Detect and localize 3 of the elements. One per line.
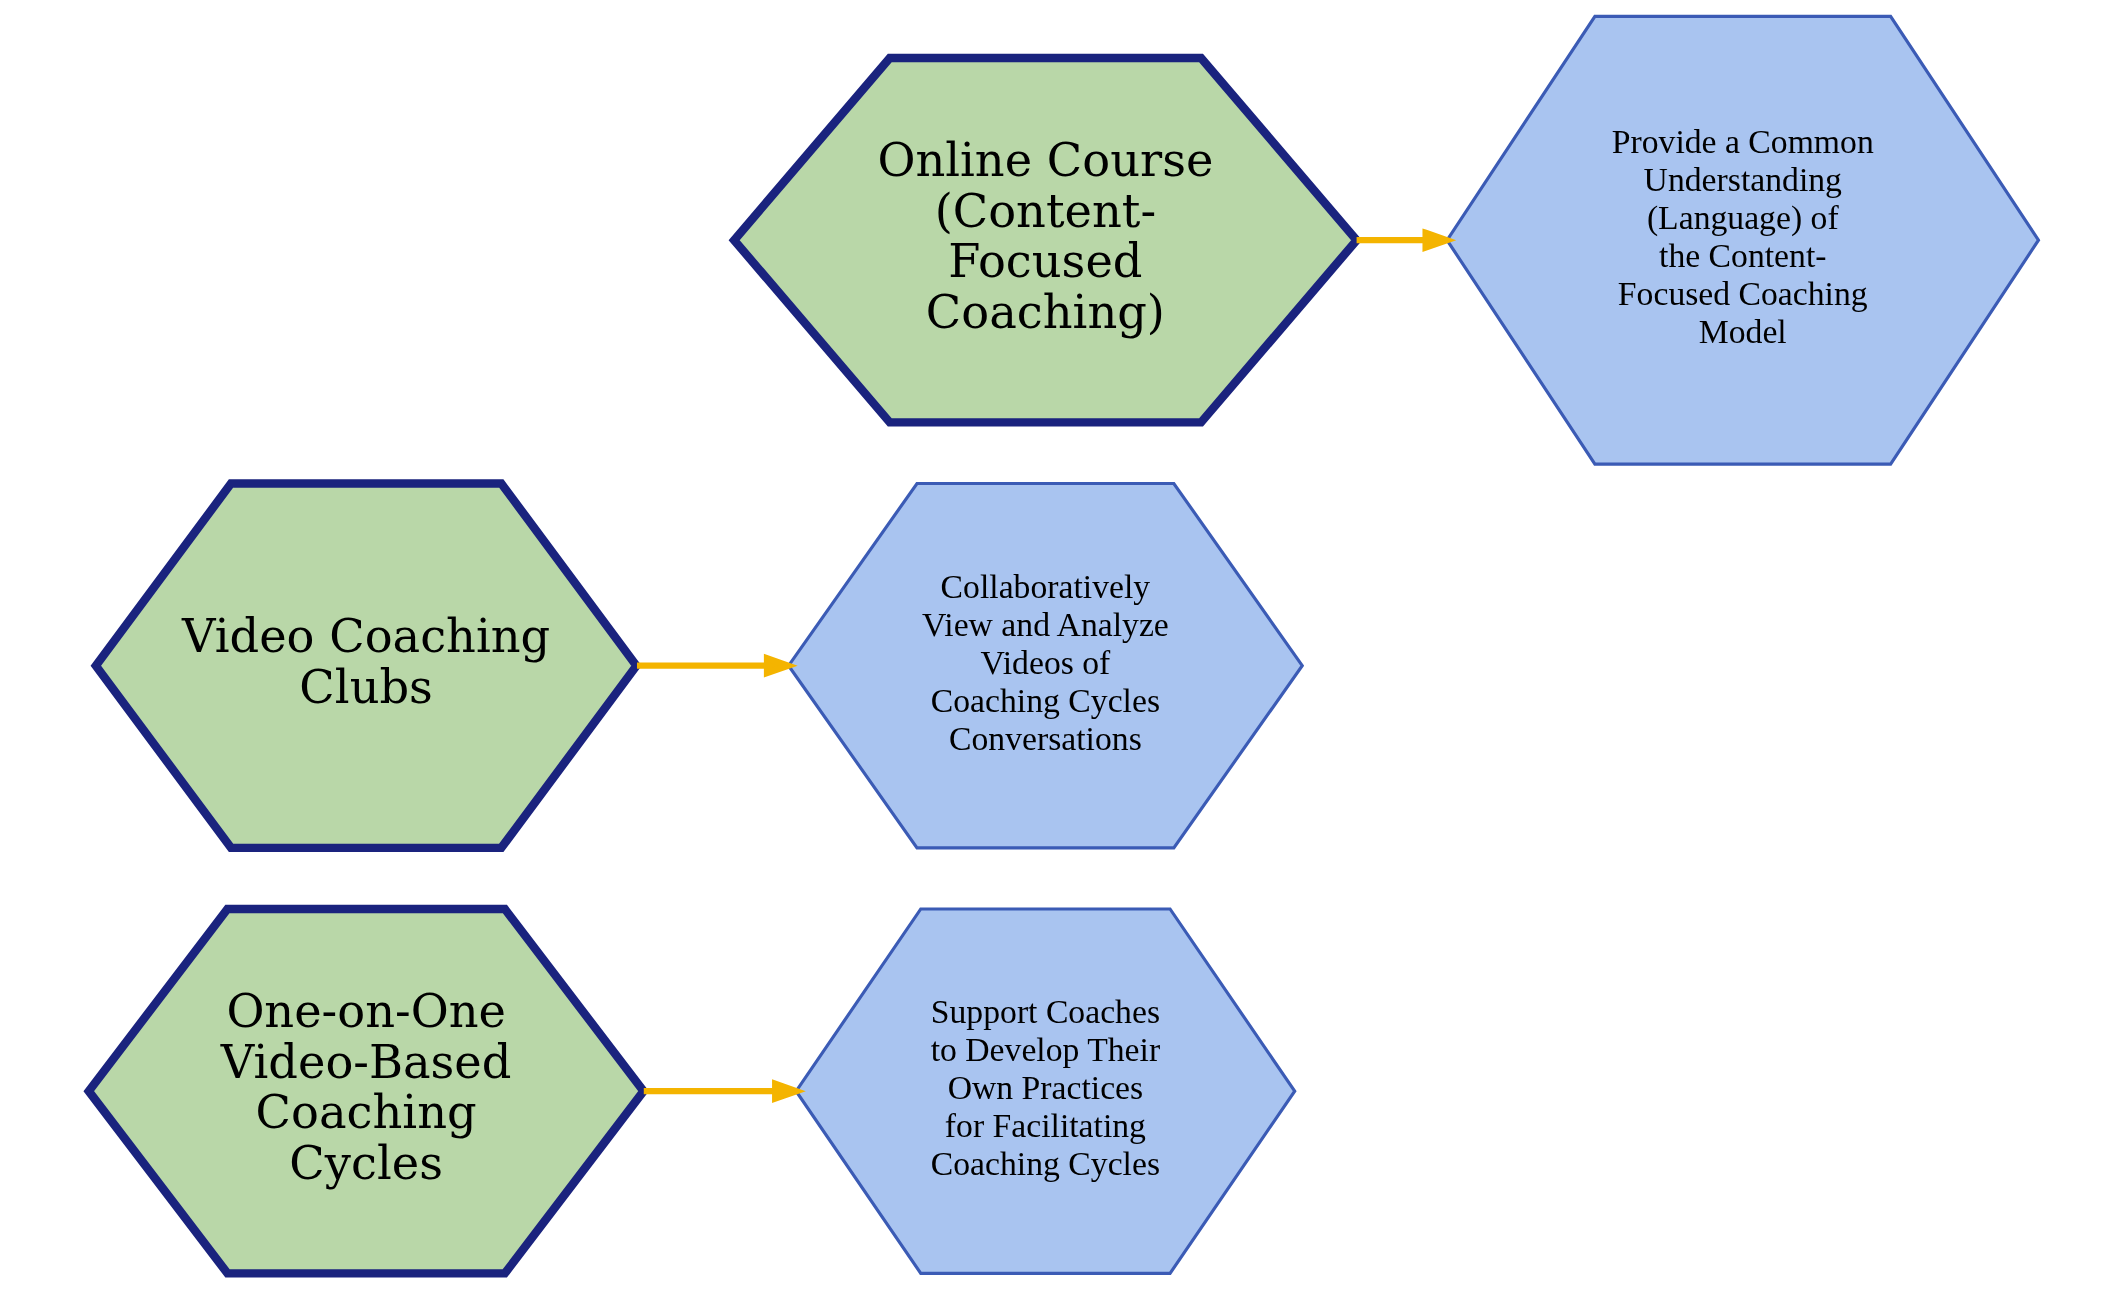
arrow: [643, 1079, 806, 1103]
arrow: [1356, 228, 1457, 253]
arrow: [637, 653, 798, 678]
